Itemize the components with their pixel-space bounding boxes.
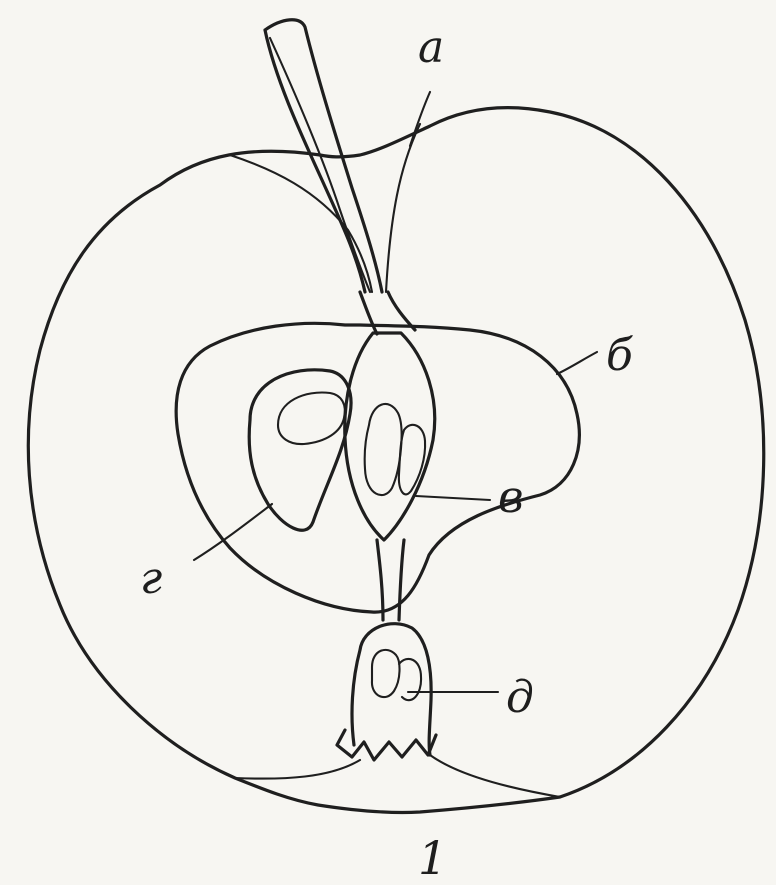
figure-number: 1 [418,831,447,885]
stem-inner-line [270,38,370,292]
label-v: в [498,472,524,523]
label-b: б [606,330,633,381]
core-outline [176,323,579,612]
stem-cavity [230,124,420,292]
leader-v [416,496,490,500]
label-a: а [418,22,444,73]
center-seed-chamber [345,333,435,540]
left-seed [278,393,345,445]
label-d: д [506,672,534,723]
leader-a [410,92,430,146]
label-g: г [140,553,162,604]
leader-b [557,352,597,374]
fruit-outline [28,108,763,813]
center-seed-left [365,404,402,495]
bottom-basin [235,755,560,797]
